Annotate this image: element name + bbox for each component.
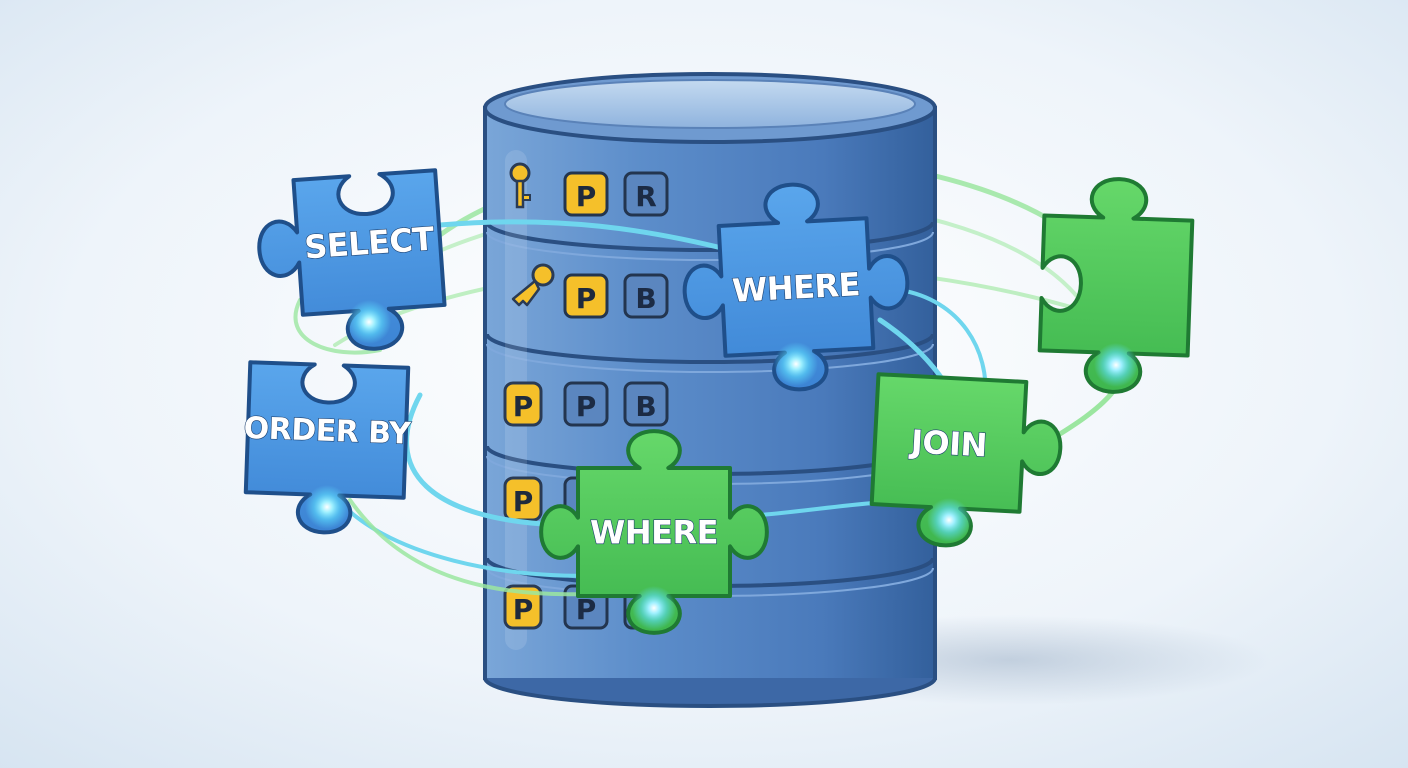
row-badge-label: P <box>576 390 597 423</box>
parking-icon-label: P <box>513 390 534 423</box>
puzzle-piece-where-top-label: WHERE <box>731 265 861 310</box>
database-cylinder: PRPBPPBPPBPPB <box>483 72 937 708</box>
glow-dot <box>347 300 391 344</box>
glow-dot <box>1094 343 1138 387</box>
puzzle-piece-join: JOIN <box>869 372 1063 548</box>
cylinder-ring-highlight <box>486 343 934 373</box>
row-badge: B <box>623 381 669 427</box>
glow-dot <box>774 342 818 386</box>
puzzle-piece-where-bottom-shape <box>539 429 769 635</box>
parking-icon: P <box>503 381 543 427</box>
cylinder-ring <box>485 221 935 252</box>
row-badge: P <box>563 273 609 319</box>
puzzle-piece-where-bottom-label: WHERE <box>590 514 718 552</box>
row-badge-label: B <box>635 282 656 315</box>
puzzle-piece-blank <box>1037 177 1195 394</box>
puzzle-piece-select-shape <box>257 168 447 351</box>
puzzle-piece-order-by-shape <box>243 360 411 535</box>
puzzle-piece-select: SELECT <box>257 168 447 351</box>
parking-icon: P <box>503 584 543 630</box>
row-badge: P <box>563 381 609 427</box>
row-badge: R <box>623 171 669 217</box>
puzzle-piece-where-top-shape <box>682 182 910 392</box>
glow-connection-points <box>305 300 1138 630</box>
row-badge-label: P <box>576 180 597 213</box>
parking-icon-label: P <box>513 485 534 518</box>
puzzle-piece-join-shape <box>869 372 1063 548</box>
puzzle-piece-order-by-label: ORDER BY <box>243 411 412 452</box>
puzzle-piece-order-by: ORDER BY <box>243 360 413 535</box>
key-icon <box>509 162 531 209</box>
puzzle-piece-where-bottom: WHERE <box>539 429 769 635</box>
cylinder-ring-highlight <box>486 231 934 261</box>
row-badge: B <box>623 273 669 319</box>
row-badge-label: R <box>635 180 657 213</box>
glow-dot <box>927 498 971 542</box>
parking-icon: P <box>503 476 543 522</box>
row-badge: P <box>563 171 609 217</box>
row-badge-label: P <box>576 282 597 315</box>
parking-icon-label: P <box>513 593 534 626</box>
glow-dot <box>632 586 676 630</box>
puzzle-piece-where-top: WHERE <box>682 182 910 392</box>
row-badge-label: B <box>635 390 656 423</box>
puzzle-piece-join-label: JOIN <box>908 422 988 464</box>
cylinder-ring <box>485 333 935 364</box>
row-badge-label: P <box>576 593 597 626</box>
puzzle-piece-blank-shape <box>1037 177 1195 394</box>
glow-dot <box>305 485 349 529</box>
key-icon <box>511 263 555 307</box>
